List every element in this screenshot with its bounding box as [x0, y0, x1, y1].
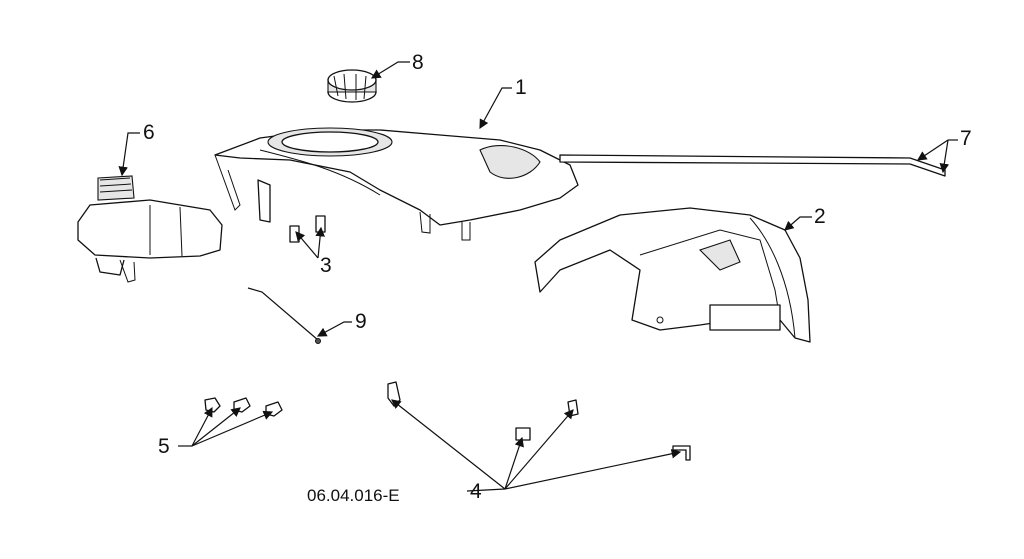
part-7-rod: [559, 154, 946, 177]
callout-label-7: 7: [960, 127, 972, 150]
callout-label-8: 8: [412, 51, 424, 74]
callout-label-1: 1: [515, 76, 527, 99]
callout-label-5: 5: [158, 435, 170, 458]
part-8-cap: [327, 69, 377, 103]
callout-label-6: 6: [143, 121, 155, 144]
callout-label-3: 3: [320, 254, 332, 277]
part-6-body-unit: [77, 175, 223, 283]
callout-label-2: 2: [814, 205, 826, 228]
callout-label-9: 9: [355, 310, 367, 333]
part-2-rear-shell: [534, 207, 811, 343]
part-4-brackets: [387, 381, 691, 461]
callout-leaders: [118, 61, 958, 492]
part-1-upper-cover: [214, 127, 579, 241]
callout-label-4: 4: [470, 480, 482, 503]
part-9-cable: [247, 287, 321, 344]
drawing-code: 06.04.016-E: [307, 486, 400, 505]
